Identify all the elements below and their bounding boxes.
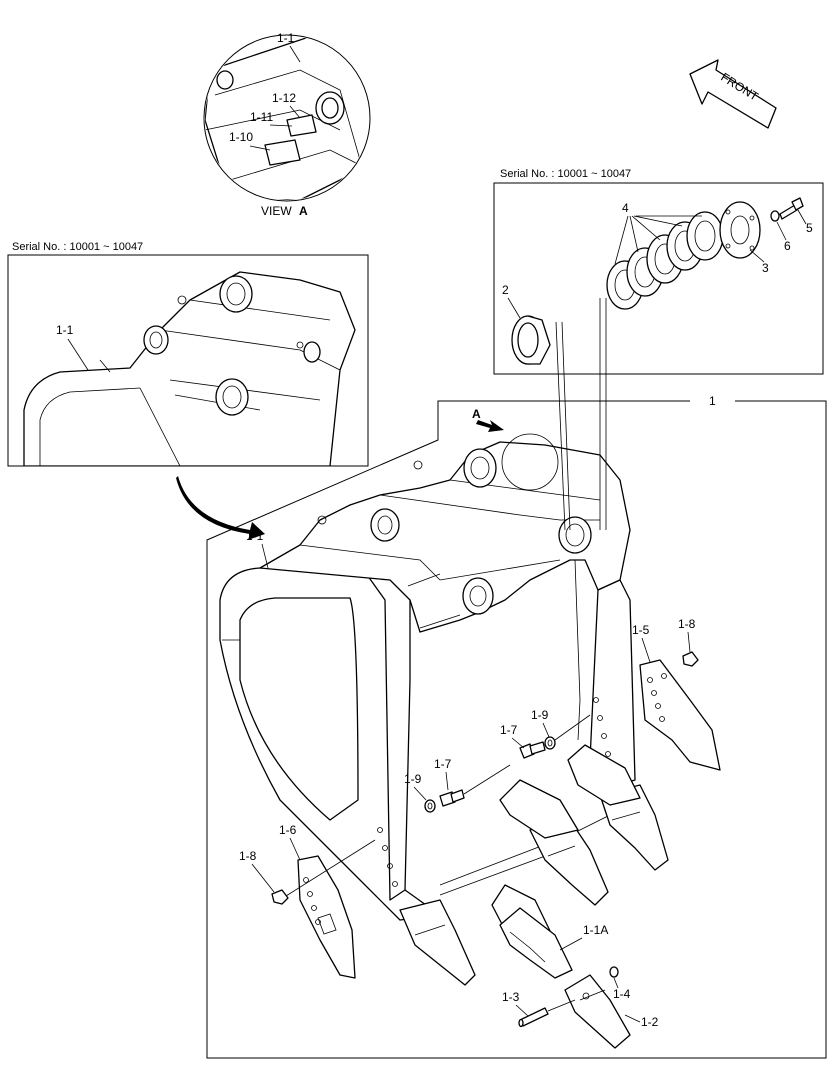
part-6-washer (770, 210, 780, 222)
callout-1-8-right: 1-8 (678, 617, 696, 631)
callout-1: 1 (709, 394, 716, 408)
front-arrow: FRONT (689, 59, 777, 129)
part-1-3-pin (518, 1007, 549, 1028)
part-2-bushing (511, 315, 551, 365)
callout-3: 3 (762, 261, 769, 275)
callout-6: 6 (784, 239, 791, 253)
part-1-5-side-cutter (639, 659, 721, 771)
part-5-bolt (779, 197, 804, 220)
assembly-leaders (555, 298, 607, 531)
callout-1-7-lower: 1-7 (434, 757, 452, 771)
serial-box-left: Serial No. : 10001 ~ 10047 1-1 (7, 241, 369, 467)
serial-text-left: Serial No. : 10001 ~ 10047 (12, 241, 143, 253)
callout-1-5: 1-5 (632, 623, 650, 637)
serial-text-right: Serial No. : 10001 ~ 10047 (500, 168, 631, 180)
part-1-1A-adapter (499, 907, 573, 979)
callout-1-1-left: 1-1 (56, 323, 74, 337)
callout-1-10: 1-10 (229, 130, 253, 144)
callout-1-8-left: 1-8 (239, 849, 257, 863)
serial-box-right: Serial No. : 10001 ~ 10047 2 4 (493, 168, 824, 375)
callout-1-3: 1-3 (502, 990, 520, 1004)
part-3-plate (719, 201, 761, 259)
part-1-7-bolt-upper (519, 741, 546, 759)
callout-1-6: 1-6 (279, 823, 297, 837)
reference-arrow (176, 476, 265, 540)
part-1-6-side-cutter (297, 855, 356, 979)
part-1-9-washer-upper (544, 736, 556, 750)
part-1-4-lock (609, 966, 619, 978)
view-letter: A (299, 204, 308, 218)
main-bucket (219, 433, 641, 921)
main-assembly-frame: 1 (206, 394, 827, 1059)
callout-1-1A: 1-1A (583, 923, 608, 937)
part-4-shims (606, 211, 724, 310)
arrow-a-letter: A (472, 407, 481, 421)
callout-1-4: 1-4 (613, 987, 631, 1001)
callout-1-12: 1-12 (272, 91, 296, 105)
callout-1-1-main: 1-1 (246, 529, 264, 543)
callout-1-9-lower: 1-9 (404, 772, 422, 786)
part-1-8-nut-left (271, 889, 289, 905)
part-1-2-tooth-point (564, 974, 631, 1049)
part-1-9-washer-lower (424, 799, 436, 813)
view-a-detail: 1-1 1-12 1-11 1-10 VIEW A (203, 31, 371, 218)
callout-1-2: 1-2 (641, 1015, 659, 1029)
view-label: VIEW (261, 204, 292, 218)
callout-4: 4 (622, 201, 629, 215)
callout-2: 2 (502, 283, 509, 297)
callout-1-11: 1-11 (250, 110, 273, 124)
callout-1-1-view: 1-1 (277, 31, 295, 45)
callout-1-9-upper: 1-9 (531, 708, 549, 722)
callout-1-7-upper: 1-7 (500, 723, 518, 737)
view-a-arrow: A (472, 407, 504, 432)
part-1-7-bolt-lower (439, 789, 465, 807)
callout-5: 5 (806, 221, 813, 235)
view-a-caption: VIEW A (261, 204, 308, 218)
part-1-8-nut-right (682, 651, 699, 667)
